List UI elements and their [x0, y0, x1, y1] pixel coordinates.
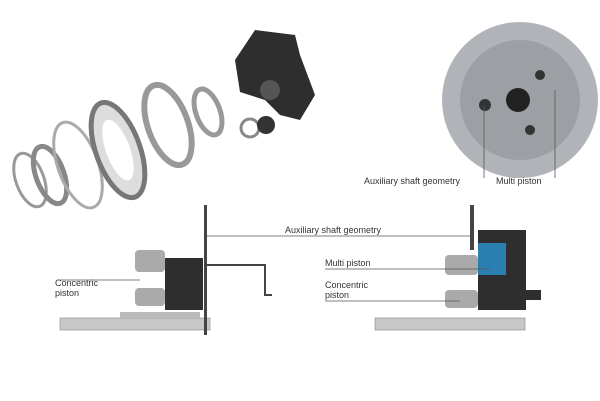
- label-line-1: Concentric: [55, 278, 99, 288]
- label-right-multi-piston: Multi piston: [325, 258, 371, 268]
- label-top-auxiliary-shaft-geometry: Auxiliary shaft geometry: [364, 176, 461, 186]
- label-line-1: Concentric: [325, 280, 369, 290]
- label-line-2: piston: [55, 288, 80, 298]
- right-cross-section: [374, 205, 541, 331]
- left-cross-section: [59, 205, 272, 335]
- label-line-2: piston: [325, 290, 350, 300]
- exploded-bearing-assembly: [12, 30, 315, 210]
- label-mid-auxiliary-shaft-geometry: Auxiliary shaft geometry: [285, 225, 382, 235]
- label-top-multi-piston: Multi piston: [496, 176, 542, 186]
- multi-piston-housing-photo: [442, 22, 598, 178]
